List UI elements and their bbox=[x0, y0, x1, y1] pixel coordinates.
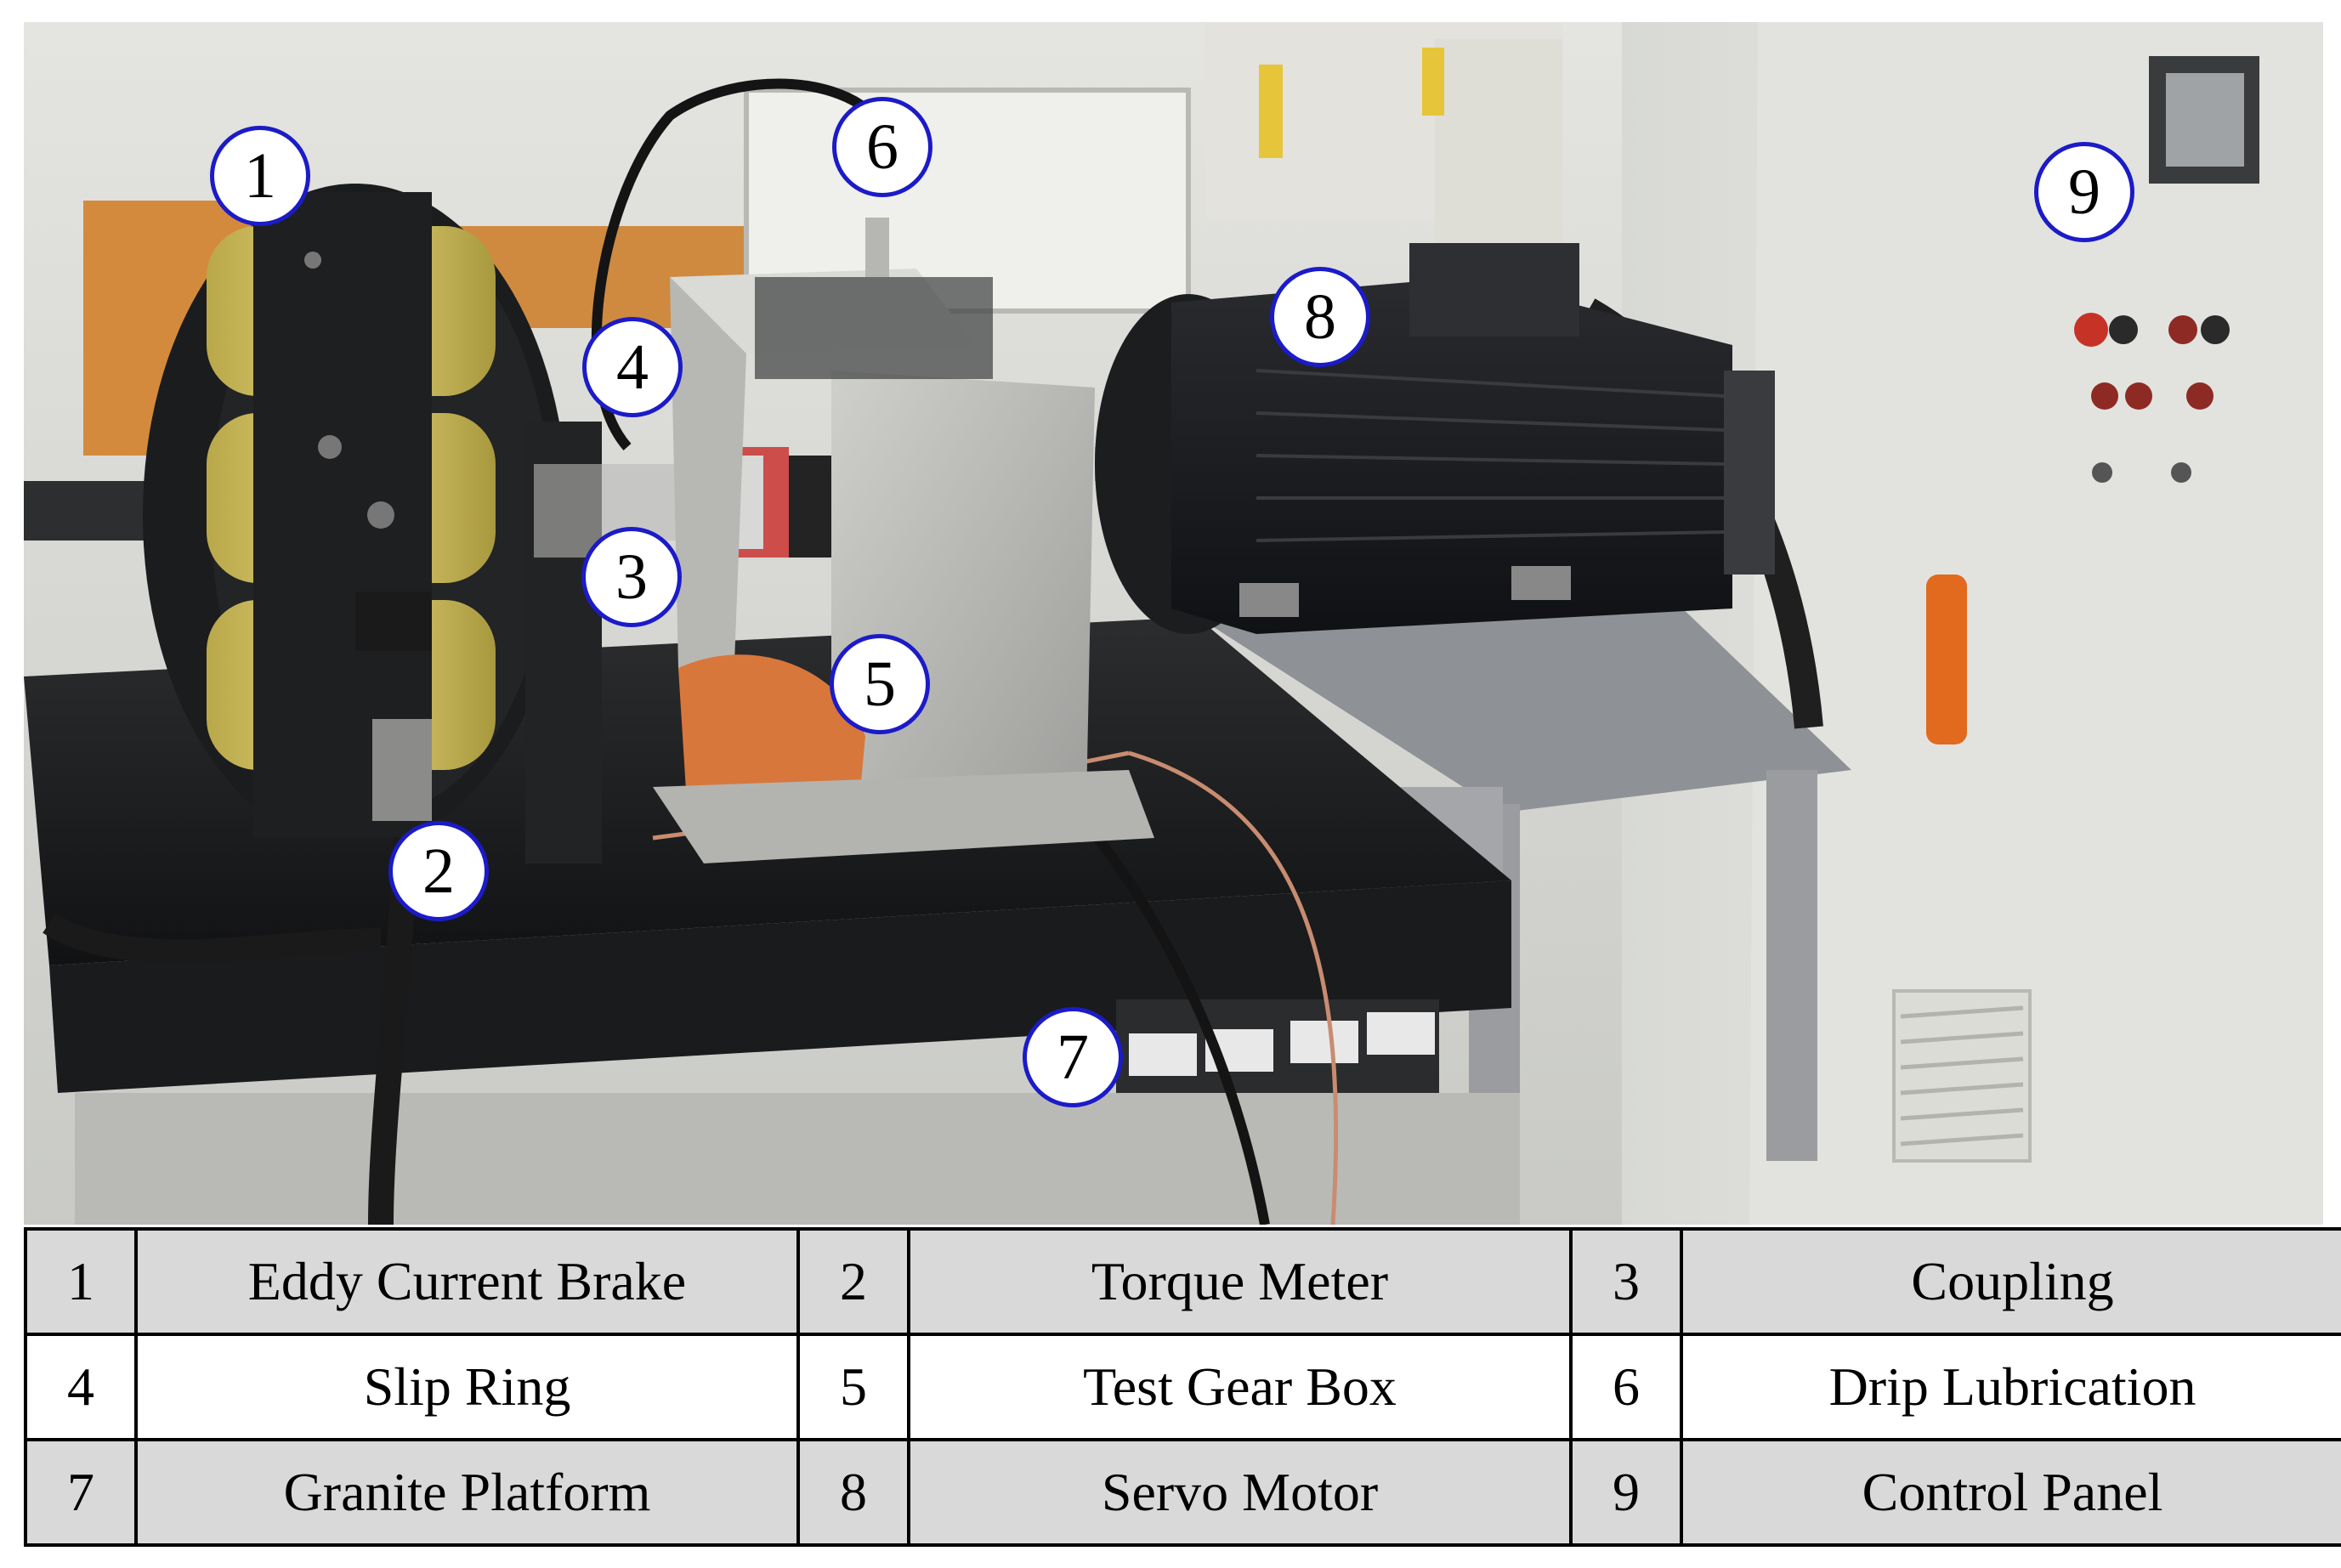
legend-number: 8 bbox=[796, 1438, 910, 1547]
legend-name: Eddy Current Brake bbox=[134, 1227, 800, 1336]
legend-number: 4 bbox=[24, 1333, 138, 1441]
legend-row: 7 Granite Platform 8 Servo Motor 9 Contr… bbox=[24, 1438, 2341, 1547]
legend-name: Test Gear Box bbox=[907, 1333, 1573, 1441]
legend-name: Control Panel bbox=[1680, 1438, 2341, 1547]
legend-number: 1 bbox=[24, 1227, 138, 1336]
callout-7: 7 bbox=[1023, 1007, 1123, 1107]
legend-row: 1 Eddy Current Brake 2 Torque Meter 3 Co… bbox=[24, 1227, 2341, 1336]
legend-name: Coupling bbox=[1680, 1227, 2341, 1336]
callout-9: 9 bbox=[2034, 142, 2134, 242]
test-rig-photo: 1 2 3 4 5 6 7 8 9 bbox=[24, 22, 2323, 1225]
legend-row: 4 Slip Ring 5 Test Gear Box 6 Drip Lubri… bbox=[24, 1333, 2341, 1441]
callout-5: 5 bbox=[830, 634, 930, 734]
legend-number: 7 bbox=[24, 1438, 138, 1547]
callout-3: 3 bbox=[581, 527, 682, 627]
legend-number: 6 bbox=[1569, 1333, 1683, 1441]
callout-4: 4 bbox=[582, 317, 683, 417]
legend-number: 5 bbox=[796, 1333, 910, 1441]
callout-1: 1 bbox=[210, 126, 310, 226]
legend-name: Drip Lubrication bbox=[1680, 1333, 2341, 1441]
legend-name: Slip Ring bbox=[134, 1333, 800, 1441]
legend-name: Torque Meter bbox=[907, 1227, 1573, 1336]
legend-name: Granite Platform bbox=[134, 1438, 800, 1547]
test-rig-photo-illustration bbox=[24, 22, 2323, 1225]
callout-8: 8 bbox=[1270, 267, 1370, 367]
legend-name: Servo Motor bbox=[907, 1438, 1573, 1547]
legend-number: 2 bbox=[796, 1227, 910, 1336]
component-legend-table: 1 Eddy Current Brake 2 Torque Meter 3 Co… bbox=[24, 1227, 2341, 1547]
callout-2: 2 bbox=[388, 821, 489, 921]
legend-number: 9 bbox=[1569, 1438, 1683, 1547]
legend-number: 3 bbox=[1569, 1227, 1683, 1336]
callout-6: 6 bbox=[832, 97, 932, 197]
